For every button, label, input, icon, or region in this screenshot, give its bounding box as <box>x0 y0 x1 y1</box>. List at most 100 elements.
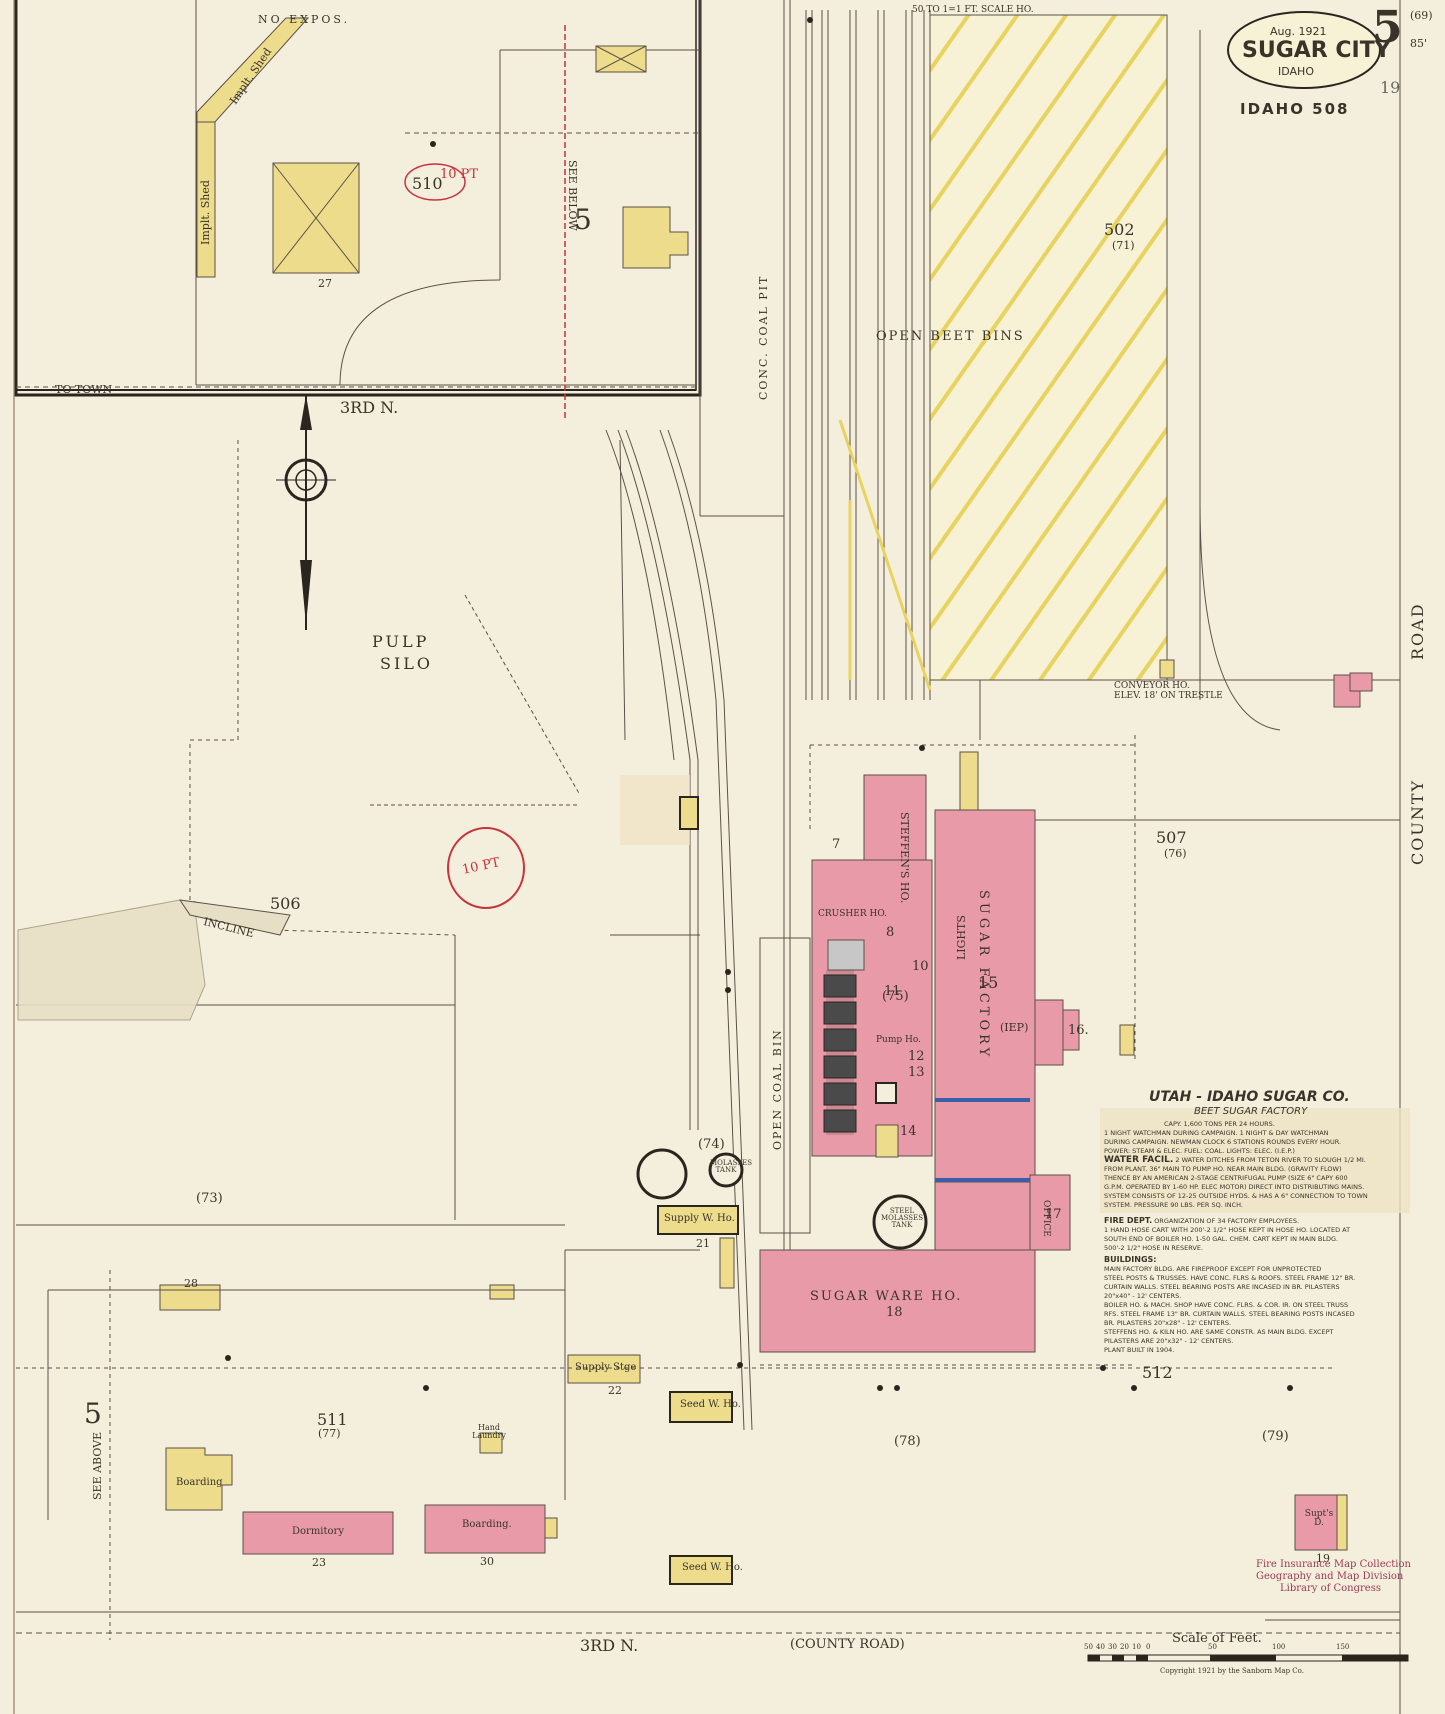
street-3rd-n-top: 3RD N. <box>340 398 399 417</box>
block-506: 506 <box>270 894 301 913</box>
molasses-tank-label: MOLASSES TANK <box>710 1159 752 1174</box>
description-fire4: 500'-2 1/2" HOSE IN RESERVE. <box>1104 1244 1204 1252</box>
scale-tick-label: 20 <box>1120 1643 1129 1651</box>
water-facil-heading: WATER FACIL. <box>1104 1155 1174 1165</box>
description-water6: SYSTEM. PRESSURE 90 LBS. PER SQ. INCH. <box>1104 1201 1243 1209</box>
silo-label: SILO <box>380 654 434 673</box>
block-512: 512 <box>1142 1363 1173 1382</box>
building-12-number: 12 <box>908 1049 925 1064</box>
see-above-label: SEE ABOVE <box>91 1431 104 1500</box>
pulp-label: PULP <box>372 632 430 651</box>
buildings-heading: BUILDINGS: <box>1104 1255 1157 1264</box>
building-27 <box>272 162 360 274</box>
building-17-number: 17 <box>1045 1207 1062 1222</box>
supts-d-label: Supt's D. <box>1304 1509 1334 1528</box>
iep-label: (IEP) <box>1000 1021 1029 1034</box>
scale-note: 50 TO 1=1 FT. SCALE HO. <box>912 5 1034 15</box>
boarding-label-2: Boarding. <box>462 1519 512 1530</box>
description-fire1: ORGANIZATION OF 34 FACTORY EMPLOYEES. <box>1154 1217 1300 1225</box>
street-county-road-side-2: ROAD <box>1408 602 1427 660</box>
pump-ho-label: Pump Ho. <box>876 1035 921 1045</box>
description-bldg5: BOILER HO. & MACH. SHOP HAVE CONC. FLRS.… <box>1104 1301 1349 1309</box>
block-5-mid: 5 <box>574 203 592 236</box>
supply-stge-label: Supply Stge <box>575 1362 637 1373</box>
molasses-tanks <box>636 1148 928 1250</box>
stamp-line-2: Geography and Map Division <box>1256 1571 1404 1582</box>
block-510-note: 10 PT <box>440 167 479 182</box>
street-county-road-bottom: (COUNTY ROAD) <box>790 1637 905 1652</box>
compass-rose-icon <box>276 395 336 630</box>
lights-label: LIGHTS <box>955 915 968 960</box>
office-label: OFFICE <box>1041 1200 1051 1237</box>
open-coal-bin-label: OPEN COAL BIN <box>771 1028 784 1150</box>
boarding-label-1: Boarding <box>176 1477 223 1488</box>
steffens-ho-label: STEFFEN'S HO. <box>898 812 911 904</box>
building-18-number: 18 <box>886 1305 903 1320</box>
building-10-number: 10 <box>912 959 929 974</box>
description-water3: THENCE BY AN AMERICAN 2-STAGE CENTRIFUGA… <box>1104 1174 1348 1182</box>
building-11-number: 11 <box>884 984 901 999</box>
pencil-number: 19 <box>1380 78 1401 97</box>
map-city: SUGAR CITY <box>1242 38 1391 63</box>
block-502-sub: (71) <box>1112 239 1135 252</box>
sub-75: (75) <box>882 989 909 1004</box>
sub-74: (74) <box>698 1137 725 1152</box>
description-water2: FROM PLANT. 36" MAIN TO PUMP HO. NEAR MA… <box>1104 1165 1342 1173</box>
sheet-number: 5 <box>1372 2 1403 53</box>
steel-molasses-tank-label: STEEL MOLASSES TANK <box>881 1207 923 1229</box>
description-subtitle: BEET SUGAR FACTORY <box>1194 1106 1308 1117</box>
scale-tick-label: 30 <box>1108 1643 1117 1651</box>
building-13-number: 13 <box>908 1065 925 1080</box>
description-fire3: SOUTH END OF BOILER HO. 1-50 GAL. CHEM. … <box>1104 1235 1339 1243</box>
scale-tick-label: 50 <box>1208 1643 1217 1651</box>
scale-bar <box>1087 1654 1409 1662</box>
scale-tick-label: 10 <box>1132 1643 1141 1651</box>
block-507-sub: (76) <box>1164 847 1187 860</box>
crusher-ho-label: CRUSHER HO. <box>818 909 888 919</box>
description-bldg2: STEEL POSTS & TRUSSES. HAVE CONC. FLRS &… <box>1104 1274 1356 1282</box>
factory-description: UTAH - IDAHO SUGAR CO. BEET SUGAR FACTOR… <box>1104 1090 1404 1354</box>
building-22-number: 22 <box>608 1384 622 1397</box>
description-bldg1: MAIN FACTORY BLDG. ARE FIREPROOF EXCEPT … <box>1104 1265 1322 1273</box>
volume-ref: IDAHO 508 <box>1240 100 1350 118</box>
building-19-number: 19 <box>1316 1552 1330 1565</box>
open-beet-bins-label: OPEN BEET BINS <box>876 329 1025 344</box>
description-bldg9: PILASTERS ARE 20"x32" - 12' CENTERS. <box>1104 1337 1234 1345</box>
dormitory-label: Dormitory <box>292 1526 344 1537</box>
impl-shed-label-2: Implt. Shed <box>199 180 212 245</box>
stamp-line-1: Fire Insurance Map Collection <box>1256 1559 1411 1570</box>
copyright-label: Copyright 1921 by the Sanborn Map Co. <box>1160 1667 1304 1675</box>
description-line3: POWER: STEAM & ELEC. FUEL: COAL. LIGHTS:… <box>1104 1147 1295 1155</box>
elev-trestle-label: ELEV. 18' ON TRESTLE <box>1114 691 1223 701</box>
description-line1: 1 NIGHT WATCHMAN DURING CAMPAIGN. 1 NIGH… <box>1104 1129 1329 1137</box>
seed-w-ho-label-1: Seed W. Ho. <box>680 1399 741 1410</box>
description-water4: G.P.M. OPERATED BY 1-60 HP. ELEC MOTOR) … <box>1104 1183 1365 1191</box>
supply-w-ho-label: Supply W. Ho. <box>664 1213 735 1224</box>
building-21-number: 21 <box>696 1237 710 1250</box>
building-14-number: 14 <box>900 1124 917 1139</box>
description-bldg6: RFS. STEEL FRAME 13" BR. CURTAIN WALLS. … <box>1104 1310 1355 1318</box>
sub-78: (78) <box>894 1434 921 1449</box>
description-water1: 2 WATER DITCHES FROM TETON RIVER TO SLOU… <box>1175 1156 1366 1164</box>
description-bldg4: 20"x40" - 12' CENTERS. <box>1104 1292 1182 1300</box>
map-date: Aug. 1921 <box>1270 25 1327 38</box>
building-16-number: 16. <box>1068 1023 1089 1038</box>
scale-tick-label: 0 <box>1146 1643 1151 1651</box>
building-8-number: 8 <box>886 925 895 940</box>
block-5-left: 5 <box>84 1397 102 1430</box>
building-23-number: 23 <box>312 1556 326 1569</box>
description-fire2: 1 HAND HOSE CART WITH 200'-2 1/2" HOSE K… <box>1104 1226 1351 1234</box>
building-27-number: 27 <box>318 277 332 290</box>
building-28-number: 28 <box>184 1277 198 1290</box>
scale-tick-label: 50 <box>1084 1643 1093 1651</box>
block-511: 511 <box>317 1410 348 1429</box>
open-beet-bins <box>929 14 1168 681</box>
conveyor-ho-label: CONVEYOR HO. <box>1114 681 1190 691</box>
block-502: 502 <box>1104 220 1135 239</box>
sugar-ware-ho-label: SUGAR WARE HO. <box>810 1289 963 1304</box>
to-town-label: TO TOWN <box>55 383 113 396</box>
block-510: 510 <box>412 174 443 193</box>
fire-dept-heading: FIRE DEPT. <box>1104 1216 1153 1225</box>
